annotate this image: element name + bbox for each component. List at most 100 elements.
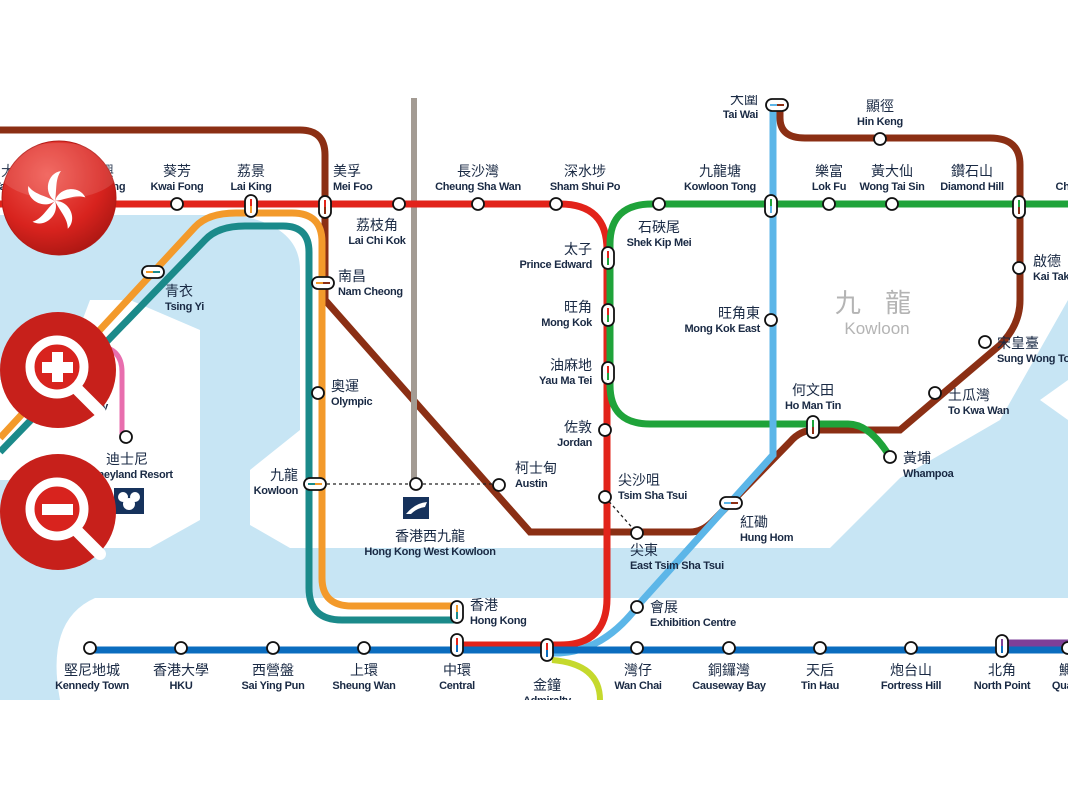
station-name-zh: 金鐘 <box>533 677 561 694</box>
station-name-zh: 香港西九龍 <box>395 528 465 545</box>
station-name-en: Hin Keng <box>857 116 903 128</box>
station-marker <box>885 197 899 211</box>
station-name-zh: 迪士尼 <box>106 452 148 468</box>
station-name-en: Tsim Sha Tsui <box>618 490 687 502</box>
station-marker <box>764 313 778 327</box>
station-quarry-bay[interactable]: 鰂魚涌Quarry Bay <box>1052 641 1068 692</box>
station-choi-hung[interactable]: 彩虹Choi Hung <box>1056 164 1068 193</box>
station-name-en: To Kwa Wan <box>948 405 1010 417</box>
station-name-en: Sai Ying Pun <box>241 680 305 692</box>
station-name-en: Central <box>439 680 475 692</box>
zoom-out-button[interactable] <box>0 454 118 572</box>
hong-kong-flag-button[interactable] <box>0 139 119 257</box>
station-marker <box>492 478 506 492</box>
station-marker <box>630 641 644 655</box>
station-name-en: Lai King <box>231 181 272 193</box>
station-name-en: Choi Hung <box>1056 181 1068 193</box>
station-name-zh: 南昌 <box>338 269 366 285</box>
station-name-zh: 荔景 <box>237 164 265 180</box>
station-name-en: Kai Tak <box>1033 271 1068 283</box>
station-marker <box>392 197 406 211</box>
hong-kong-flag-icon <box>0 140 119 256</box>
station-name-zh: 尖東 <box>630 543 658 559</box>
station-name-zh: 油麻地 <box>550 358 592 374</box>
station-name-en: Mei Foo <box>333 181 373 193</box>
station-name-zh: 石硤尾 <box>638 220 680 236</box>
station-name-en: Hong Kong <box>470 615 527 627</box>
zoom-in-icon <box>0 312 116 428</box>
station-name-zh: 柯士甸 <box>515 461 557 477</box>
station-name-zh: 旺角 <box>564 300 592 316</box>
station-name-en: Kowloon Tong <box>684 181 756 193</box>
station-name-zh: 青衣 <box>165 284 193 300</box>
zoom-in-button[interactable] <box>0 312 118 430</box>
station-name-en: Mong Kok East <box>684 323 760 335</box>
station-name-zh: 上環 <box>350 663 378 679</box>
station-name-en: Shek Kip Mei <box>627 237 692 249</box>
airport-express-line <box>0 222 457 624</box>
station-marker <box>170 197 184 211</box>
station-name-en: Exhibition Centre <box>650 617 736 629</box>
station-name-en: Tin Hau <box>801 680 839 692</box>
station-name-zh: 太子 <box>564 242 592 258</box>
station-name-zh: 深水埗 <box>564 164 606 180</box>
station-marker <box>652 197 666 211</box>
station-marker <box>630 526 644 540</box>
district-label: 九 龍 Kowloon <box>835 289 911 338</box>
station-name-en: Quarry Bay <box>1052 680 1068 692</box>
station-name-zh: 葵芳 <box>163 163 191 180</box>
station-name-zh: 顯徑 <box>866 99 894 115</box>
station-name-zh: 紅磡 <box>740 515 768 531</box>
station-name-zh: 九龍 <box>270 467 298 484</box>
station-marker <box>266 641 280 655</box>
station-name-zh: 奧運 <box>331 379 359 395</box>
station-name-zh: 土瓜灣 <box>948 388 990 404</box>
